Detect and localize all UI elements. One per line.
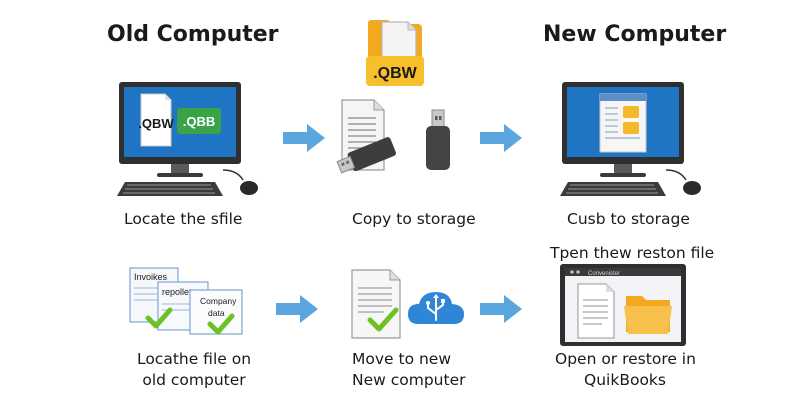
step4-caption: Locathe file on old computer [130,349,258,391]
old-computer-heading: Old Computer [107,22,279,47]
arrow-right-icon [283,124,325,152]
step6-caption: Open or restore in QuikBooks [555,349,696,391]
qbw-screen-label: .QBW [138,116,174,131]
move-to-cloud-icon [351,269,464,339]
new-computer-icon [560,82,701,196]
step5-caption-line1: Move to new [352,350,452,368]
data-label: data [208,308,225,318]
step6-caption-line2: QuikBooks [584,371,666,389]
step5-caption-line2: New computer [352,371,466,389]
old-computer-icon: .QBW .QBB [117,82,258,196]
step5-caption: Move to new New computer [352,349,466,391]
step2-caption: Copy to storage [352,210,476,228]
invoices-label: Invoikes [134,272,168,282]
step4-caption-line1: Locathe file on [136,350,252,368]
qbw-top-label: .QBW [373,65,417,82]
window-title-label: Convenister [588,271,620,277]
step4-caption-line2: old computer [142,371,246,389]
restore-window-icon: Convenister [560,264,686,346]
step1-caption: Locate the sfile [124,210,243,228]
arrow-right-icon [480,295,522,323]
copy-to-usb-icon [336,99,450,174]
documents-stack-icon: Invoikes repollets Company data [129,267,243,335]
step3-top-caption: Tpen thew reston file [550,244,715,262]
step3-caption: Cusb to storage [567,210,690,228]
reports-label: repollets [162,287,197,297]
new-computer-heading: New Computer [543,22,727,47]
company-label: Company [200,296,237,306]
step6-caption-line1: Open or restore in [555,350,696,368]
qbb-screen-label: .QBB [183,114,216,129]
arrow-right-icon [480,124,522,152]
qbw-folder-icon: .QBW [366,20,424,86]
arrow-right-icon [276,295,318,323]
